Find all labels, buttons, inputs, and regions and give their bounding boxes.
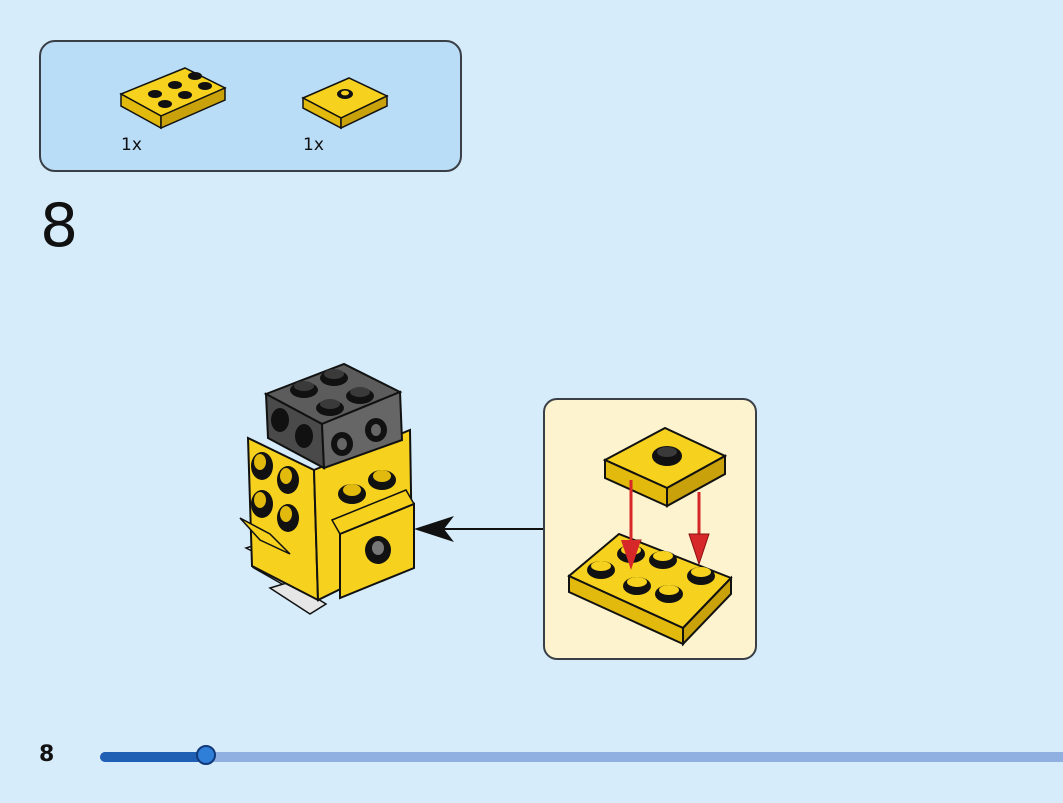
page-number: 8 [39,742,55,767]
progress-knob [195,745,216,765]
yellow-front-tile [330,489,416,600]
part-quantity: 1x [303,135,324,155]
progress-bar [100,745,1063,765]
part-quantity: 1x [121,135,142,155]
parts-list-box: 1x 1x [39,40,462,172]
sub-assembly-callout [543,398,757,660]
sub-assembly-illustration [567,426,733,647]
assembly-arrow-icon [414,516,544,542]
step-number: 8 [40,191,79,261]
dark-gray-head [263,362,404,470]
yellow-jumper-plate-icon [602,426,728,508]
progress-bar-fill [100,752,206,762]
yellow-jumper-plate-2x2-icon [301,77,389,130]
chick-model-illustration [239,362,416,615]
yellow-plate-2x3-icon [119,67,227,130]
yellow-plate-2x3-icon [567,532,733,647]
